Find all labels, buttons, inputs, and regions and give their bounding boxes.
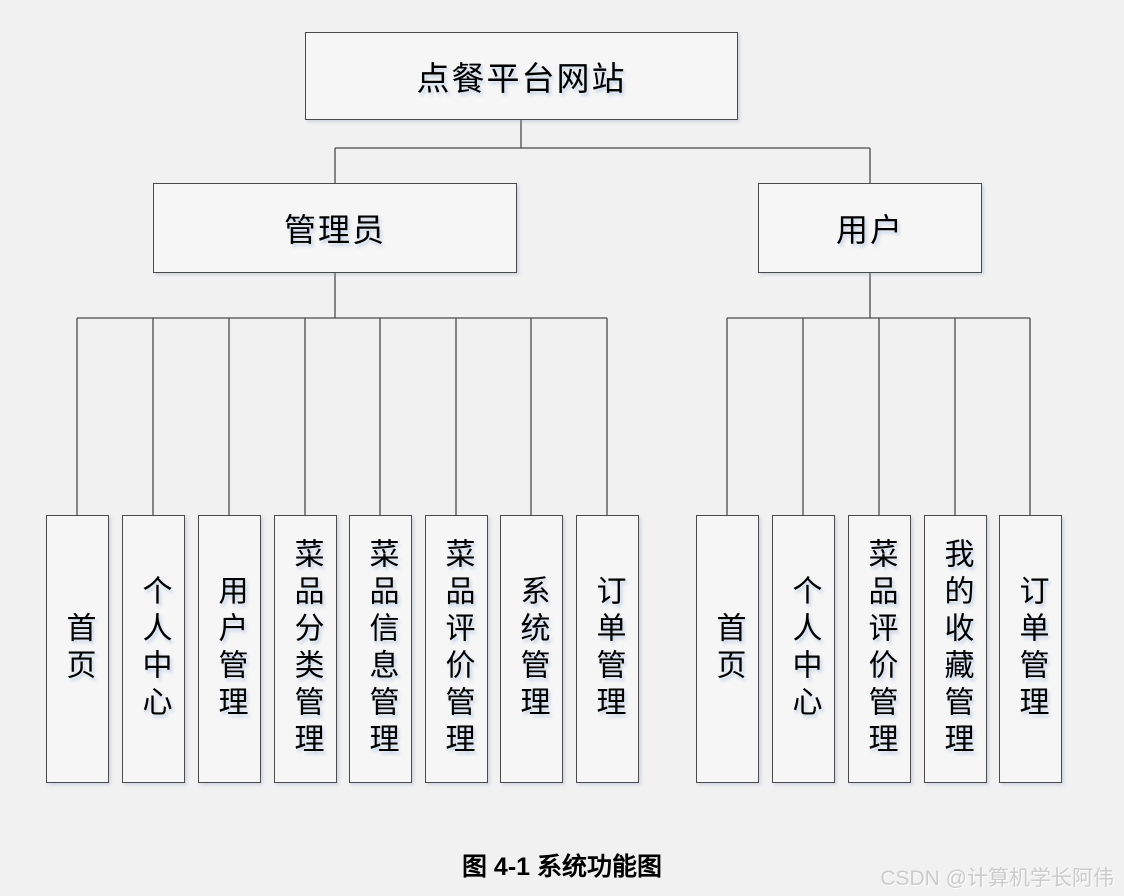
admin-leaf-personal-center: 个人中心 [122, 515, 185, 783]
root-node: 点餐平台网站 [305, 32, 738, 120]
user-leaf-order-mgmt: 订单管理 [999, 515, 1062, 783]
admin-leaf-user-mgmt: 用户管理 [198, 515, 261, 783]
user-leaf-my-favorites-mgmt: 我的收藏管理 [924, 515, 987, 783]
admin-leaf-dish-info-mgmt: 菜品信息管理 [349, 515, 412, 783]
branch-node-user: 用户 [758, 183, 982, 273]
admin-leaf-dish-category-mgmt: 菜品分类管理 [274, 515, 337, 783]
admin-leaf-home: 首页 [46, 515, 109, 783]
branch-node-admin-label: 管理员 [283, 212, 386, 248]
branch-node-user-label: 用户 [835, 212, 904, 248]
root-node-label: 点餐平台网站 [416, 60, 627, 97]
admin-leaf-system-mgmt: 系统管理 [500, 515, 563, 783]
admin-leaf-dish-review-mgmt: 菜品评价管理 [425, 515, 488, 783]
user-leaf-personal-center: 个人中心 [772, 515, 835, 783]
user-leaf-dish-review-mgmt: 菜品评价管理 [848, 515, 911, 783]
admin-leaf-order-mgmt: 订单管理 [576, 515, 639, 783]
branch-node-admin: 管理员 [153, 183, 517, 273]
figure-caption: 图 4-1 系统功能图 [461, 853, 663, 881]
csdn-watermark: CSDN @计算机学长阿伟 [880, 867, 1114, 890]
user-leaf-home: 首页 [696, 515, 759, 783]
